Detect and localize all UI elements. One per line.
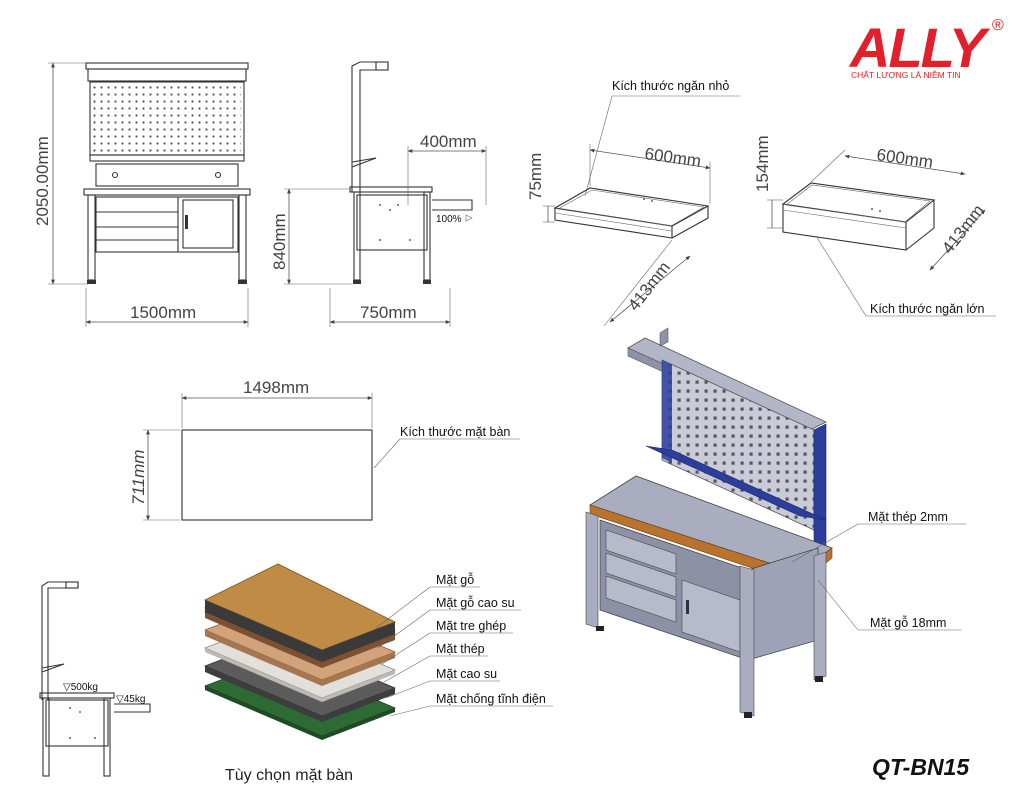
extend-label: 100%	[436, 214, 462, 225]
tabletop-height-label: 711mm	[129, 450, 148, 505]
small-height-label: 75mm	[526, 153, 545, 200]
load-top-label: ▽500kg	[63, 682, 98, 693]
iso-label-wood: Mặt gỗ 18mm	[870, 615, 946, 630]
surface-option-steel: Mặt thép	[436, 642, 485, 656]
large-drawer-title: Kích thước ngăn lớn	[870, 302, 984, 316]
side-height-label: 840mm	[270, 213, 289, 270]
isometric-workbench: Mặt thép 2mm Mặt gỗ 18mm	[585, 327, 966, 718]
surface-option-antistatic: Mặt chống tĩnh điện	[436, 692, 546, 706]
front-height-label: 2050.00mm	[33, 136, 52, 226]
model-code: QT-BN15	[872, 754, 970, 780]
large-depth-label: 413mm	[938, 201, 988, 257]
load-tray-label: ▽45kg	[116, 694, 145, 705]
surface-layers: Mặt gỗ Mặt gỗ cao su Mặt tre ghép Mặt th…	[203, 563, 553, 784]
surface-option-bamboo: Mặt tre ghép	[436, 619, 506, 633]
front-view: 2050.00mm 1500mm	[33, 62, 251, 327]
surface-option-rubber: Mặt cao su	[436, 667, 497, 681]
large-height-label: 154mm	[753, 135, 772, 192]
large-drawer-diagram: 600mm 154mm 413mm Kích thước ngăn lớn	[753, 135, 996, 317]
tabletop-title: Kích thước mặt bàn	[400, 425, 510, 439]
surface-options-caption: Tùy chọn mặt bàn	[225, 767, 353, 784]
front-width-label: 1500mm	[130, 303, 196, 322]
logo-slogan: CHẤT LƯỢNG LÀ NIỀM TIN	[851, 70, 961, 80]
iso-label-steel: Mặt thép 2mm	[868, 510, 948, 524]
registered-mark: ®	[992, 17, 1004, 34]
large-width-label: 600mm	[875, 145, 934, 172]
side-depth-label: 750mm	[360, 303, 417, 322]
tabletop-width-label: 1498mm	[243, 378, 309, 397]
small-drawer-title: Kích thước ngăn nhỏ	[612, 79, 729, 93]
small-width-label: 600mm	[643, 144, 702, 171]
layer-wood	[204, 563, 396, 662]
ally-logo: ALLY ® CHẤT LƯỢNG LÀ NIỀM TIN	[848, 16, 1004, 80]
load-view: ▽500kg ▽45kg	[39, 581, 151, 777]
shelf-label: 400mm	[420, 132, 477, 151]
small-depth-label: 413mm	[624, 258, 674, 314]
small-drawer-diagram: Kích thước ngăn nhỏ 600mm 75mm 413mm	[526, 79, 740, 327]
logo-text: ALLY	[848, 16, 991, 79]
side-view: 100% 400mm 840mm 750mm	[270, 61, 487, 327]
tabletop-diagram: 1498mm 711mm Kích thước mặt bàn	[129, 378, 520, 521]
surface-option-wood: Mặt gỗ	[436, 572, 474, 587]
surface-option-rubber-wood: Mặt gỗ cao su	[436, 595, 515, 610]
